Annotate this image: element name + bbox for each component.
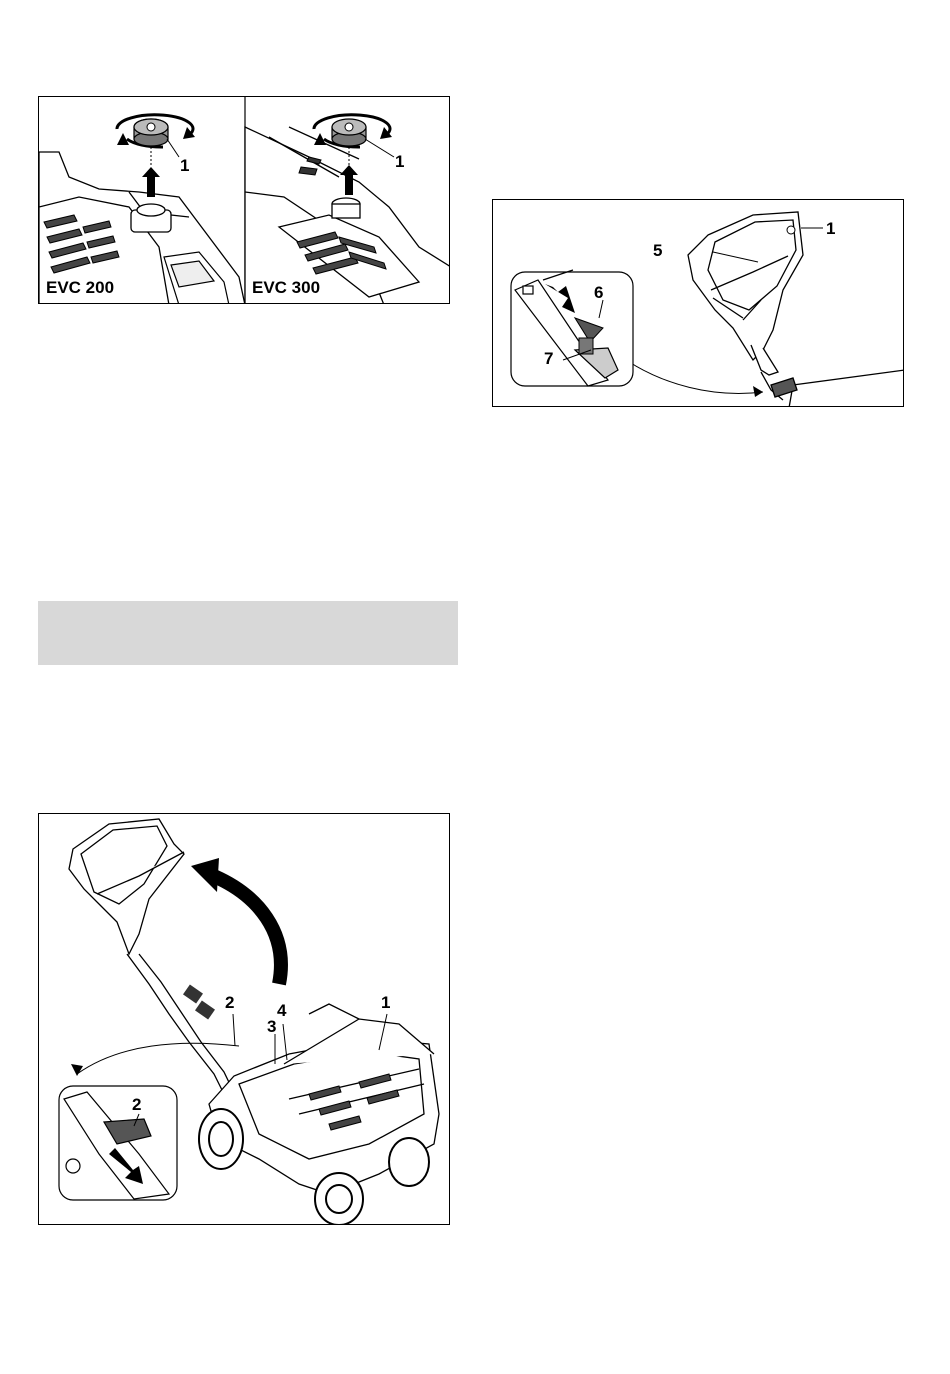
model-label-evc300: EVC 300 xyxy=(248,277,324,298)
callout-1-left: 1 xyxy=(180,157,189,174)
figure-fuel-cap: 1 1 EVC 200 EVC 300 xyxy=(38,96,450,304)
callout-2-detail: 2 xyxy=(132,1096,141,1113)
callout-4: 4 xyxy=(277,1002,286,1019)
grass-catcher-illustration xyxy=(493,200,904,407)
callout-6: 6 xyxy=(594,284,603,301)
callout-2: 2 xyxy=(225,994,234,1011)
callout-7: 7 xyxy=(544,350,553,367)
fuel-cap-illustration xyxy=(39,97,450,304)
callout-5: 5 xyxy=(653,242,662,259)
figure-mower-handle-fold: 2 4 3 1 2 xyxy=(38,813,450,1225)
callout-1: 1 xyxy=(826,220,835,237)
callout-3: 3 xyxy=(267,1018,276,1035)
callout-1-right: 1 xyxy=(395,153,404,170)
section-heading-bar xyxy=(38,601,458,665)
callout-1: 1 xyxy=(381,994,390,1011)
model-label-evc200: EVC 200 xyxy=(42,277,118,298)
figure-grass-catcher-handle: 1 5 6 7 xyxy=(492,199,904,407)
mower-illustration xyxy=(39,814,450,1225)
